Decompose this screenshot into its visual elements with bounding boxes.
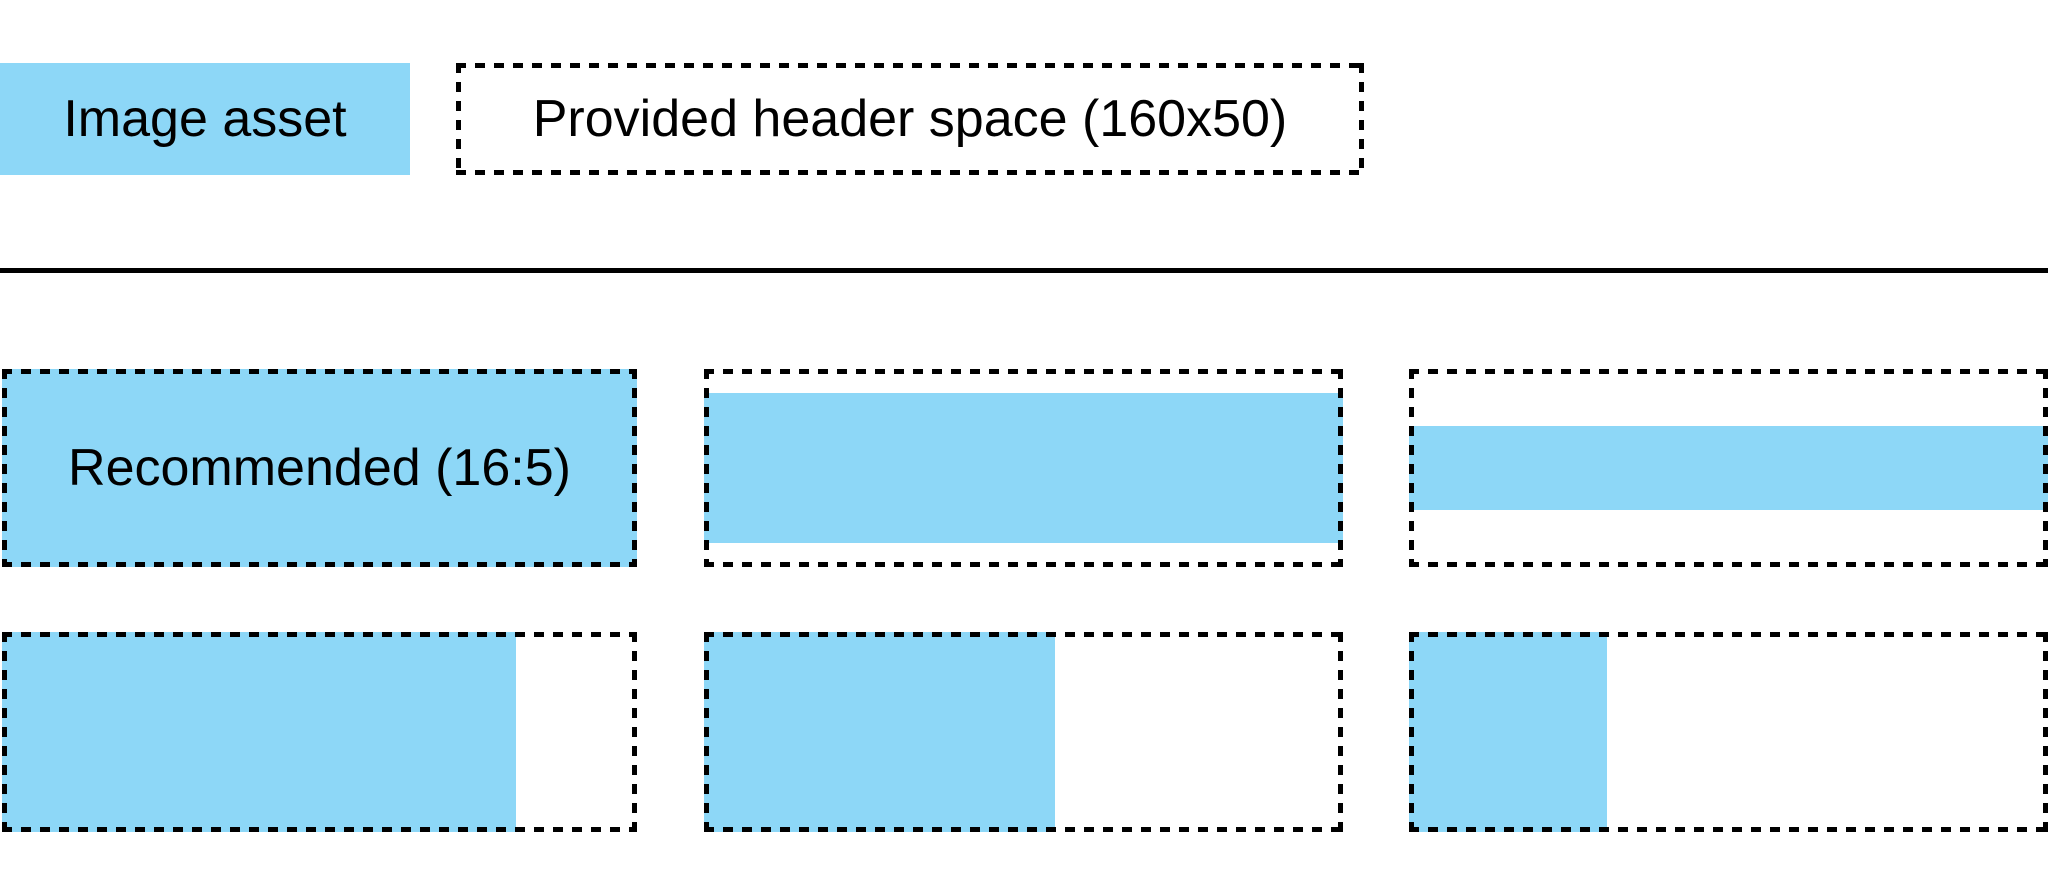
example-tile-pillarboxed-medium — [704, 632, 1343, 832]
provided-header-space-box: Provided header space (160x50) — [456, 63, 1364, 175]
provided-header-space-label: Provided header space (160x50) — [532, 90, 1288, 148]
example-tile-letterboxed-medium — [704, 369, 1343, 567]
example-tile-pillarboxed-small — [1409, 632, 2048, 832]
image-asset-label: Image asset — [63, 90, 347, 148]
image-asset-legend-swatch: Image asset — [0, 63, 410, 175]
image-asset-fill — [1409, 632, 1608, 832]
section-divider — [0, 268, 2048, 273]
image-asset-fill — [1409, 426, 2048, 510]
image-asset-fill — [704, 392, 1343, 544]
image-asset-fill — [704, 632, 1056, 832]
image-asset-fill — [2, 632, 517, 832]
example-tile-pillarboxed-large — [2, 632, 637, 832]
example-tile-recommended: Recommended (16:5) — [2, 369, 637, 567]
recommended-label: Recommended (16:5) — [68, 439, 571, 497]
example-tile-letterboxed-thin — [1409, 369, 2048, 567]
image-asset-fill — [2, 369, 637, 567]
